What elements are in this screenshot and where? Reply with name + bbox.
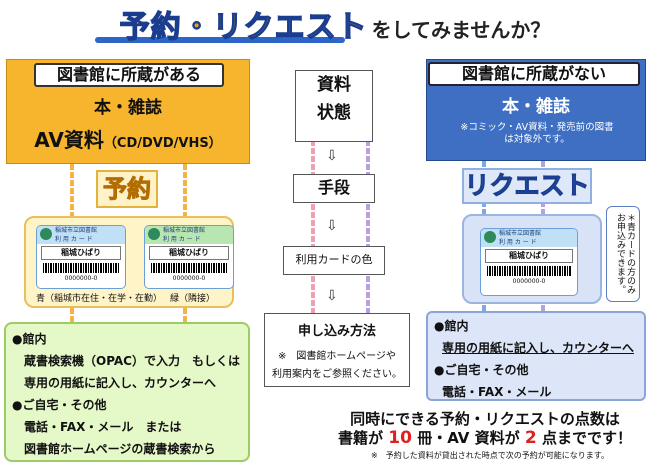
vertical-note-text: ＊青カードの方のみお申込みできます。 (615, 213, 635, 294)
stripe-mid-purple (366, 140, 370, 313)
method-heading-home: ●ご自宅・その他 (434, 363, 529, 377)
footnote: ※ 予約した資料が貸出された時点で次の予約が可能になります。 (371, 451, 609, 460)
av-label: AV資料 (34, 128, 104, 152)
green-card-caption: 緑（隣接） (170, 294, 216, 304)
in-library-title: 図書館に所蔵がある (34, 63, 224, 87)
title-main: 予約・リクエスト (119, 9, 368, 45)
method-opac: 蔵書検索機（OPAC）で入力 もしくは (24, 354, 240, 368)
card-name: 稲城ひばり (485, 249, 573, 263)
card-number: 0000000-0 (64, 275, 98, 282)
card-type: 利 用 カ ー ド (163, 236, 201, 243)
stripe-mid-pink (311, 140, 315, 313)
means-box: 手段 (293, 174, 375, 203)
in-library-av: AV資料（CD/DVD/VHS） (6, 124, 250, 153)
card-name: 稲城ひばり (41, 246, 121, 260)
not-in-library-note: ※コミック・AV資料・発売前の図書 は対象外です。 (432, 122, 642, 146)
limit-suffix: 点までです！ (541, 429, 632, 447)
library-logo-icon (484, 231, 496, 243)
material-status-box: 資料 状態 (295, 70, 373, 142)
blue-library-card: 稲城市立図書館利 用 カ ー ド 稲城ひばり 0000000-0 (480, 228, 578, 296)
not-in-library-books: 本・雑誌 (502, 97, 570, 117)
blue-card-caption: 青（稲城市在住・在学・在勤） (36, 294, 163, 304)
material-label: 資料 (317, 75, 351, 95)
request-methods: ●館内 専用の用紙に記入し、カウンターへ ●ご自宅・その他 電話・FAX・メール (426, 311, 646, 401)
exclusion-note-2: は対象外です。 (504, 134, 570, 145)
status-label: 状態 (317, 103, 351, 123)
card-issuer: 稲城市立図書館 (499, 230, 542, 237)
av-formats: （CD/DVD/VHS） (103, 136, 222, 151)
card-issuer: 稲城市立図書館 (163, 227, 206, 234)
title-tail: をしてみませんか？ (371, 18, 551, 42)
card-color-box: 利用カードの色 (283, 246, 385, 275)
in-library-books: 本・雑誌 (94, 98, 162, 118)
application-note-1: ※ 図書館ホームページや (278, 351, 396, 362)
method-contact: 電話・FAX・メール または (24, 420, 182, 434)
limit-books-count: 10 (388, 428, 412, 448)
limit-books-label: 書籍が (338, 429, 384, 447)
method-form: 専用の用紙に記入し、カウンターへ (24, 376, 217, 390)
method-contact: 電話・FAX・メール (442, 385, 552, 399)
method-heading-in-library: ●館内 (12, 332, 47, 346)
limit-line-1: 同時にできる予約・リクエストの点数は (350, 410, 620, 428)
barcode-icon (487, 266, 571, 276)
request-label: リクエスト (462, 168, 592, 204)
green-library-card: 稲城市立図書館利 用 カ ー ド 稲城ひばり 0000000-0 (144, 225, 234, 289)
barcode-icon (43, 263, 119, 273)
reservation-methods: ●館内 蔵書検索機（OPAC）で入力 もしくは 専用の用紙に記入し、カウンターへ… (4, 322, 250, 462)
limit-line-2: 書籍が 10 冊・AV 資料が 2 点までです！ (300, 427, 670, 448)
library-logo-icon (40, 228, 52, 240)
application-note-2: 利用案内をご参照ください。 (272, 369, 402, 380)
limit-av-label: 冊・AV 資料が (417, 429, 520, 447)
application-method-box: 申し込み方法 ※ 図書館ホームページや 利用案内をご参照ください。 (264, 313, 410, 387)
exclusion-note-1: ※コミック・AV資料・発売前の図書 (460, 122, 614, 133)
title-underline (95, 37, 345, 43)
card-issuer: 稲城市立図書館 (55, 227, 98, 234)
reservation-label: 予約 (96, 170, 158, 208)
application-title: 申し込み方法 (297, 324, 376, 339)
method-web: 図書館ホームページの蔵書検索から (24, 442, 216, 456)
not-in-library-title: 図書館に所蔵がない (428, 62, 640, 86)
card-type: 利 用 カ ー ド (55, 236, 93, 243)
down-arrow-icon: ⇩ (326, 288, 338, 304)
barcode-icon (151, 263, 227, 273)
down-arrow-icon: ⇩ (326, 218, 338, 234)
method-heading-home: ●ご自宅・その他 (12, 398, 107, 412)
method-form: 専用の用紙に記入し、カウンターへ (442, 341, 635, 355)
card-type: 利 用 カ ー ド (499, 239, 537, 246)
method-heading-in-library: ●館内 (434, 319, 469, 333)
library-logo-icon (148, 228, 160, 240)
card-number: 0000000-0 (512, 278, 546, 285)
down-arrow-icon: ⇩ (326, 148, 338, 164)
card-name: 稲城ひばり (149, 246, 229, 260)
blue-card-only-note: ＊青カードの方のみお申込みできます。 (606, 206, 640, 302)
page-title: 予約・リクエストをしてみませんか？ (0, 2, 670, 46)
card-number: 0000000-0 (172, 275, 206, 282)
blue-library-card: 稲城市立図書館利 用 カ ー ド 稲城ひばり 0000000-0 (36, 225, 126, 289)
limit-av-count: 2 (524, 428, 537, 448)
